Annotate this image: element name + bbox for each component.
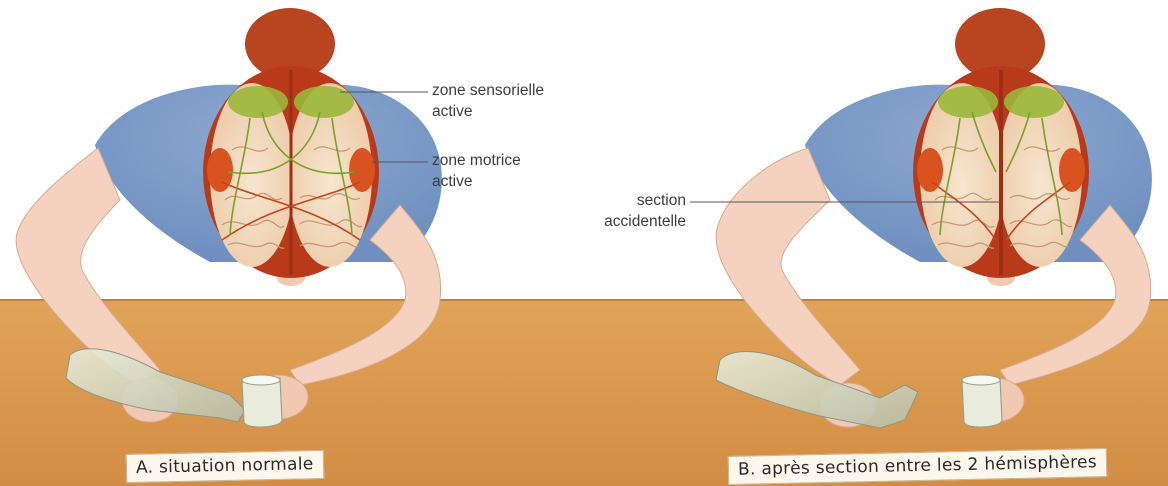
label-motor-zone: zone motrice active [432, 150, 521, 192]
caption-panel-a: A. situation normale [126, 450, 324, 483]
label-motor-line-1: zone motrice [432, 150, 521, 171]
sensory-zone-right-b [1004, 86, 1064, 118]
label-motor-line-2: active [432, 171, 521, 192]
motor-zone-left-b [917, 148, 943, 192]
label-sensory-zone: zone sensorielle active [432, 80, 544, 122]
label-sensory-line-1: zone sensorielle [432, 80, 544, 101]
label-section-line-2: accidentelle [582, 211, 686, 232]
sensory-zone-left-b [938, 86, 998, 118]
label-section: section accidentelle [582, 190, 686, 232]
motor-zone-right-b [1059, 148, 1085, 192]
glass-rim-b [962, 375, 1000, 385]
sensory-zone-right-a [294, 86, 354, 118]
label-sensory-line-2: active [432, 101, 544, 122]
label-section-line-1: section [582, 190, 686, 211]
glass-rim-a [242, 375, 280, 385]
sensory-zone-left-a [228, 86, 288, 118]
